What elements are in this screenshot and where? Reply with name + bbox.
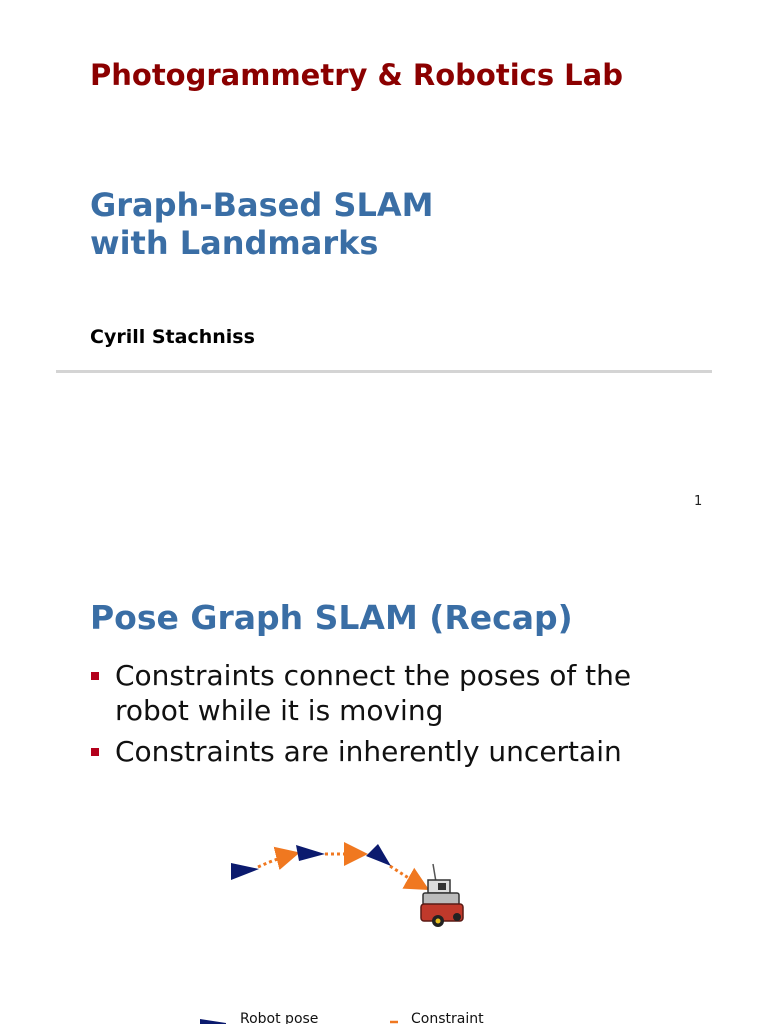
constraint-arrow-icon xyxy=(389,864,430,890)
bullet-square-icon xyxy=(91,748,99,756)
constraint-edges xyxy=(257,842,430,890)
bullet-item: Constraints connect the poses of the rob… xyxy=(90,658,710,728)
deck-title: Graph-Based SLAM with Landmarks xyxy=(90,186,433,262)
pose-graph-diagram: Robot pose Constraint xyxy=(200,842,484,1024)
legend-constraint-label: Constraint xyxy=(411,1011,484,1024)
bullet-square-icon xyxy=(91,672,99,680)
lab-title: Photogrammetry & Robotics Lab xyxy=(90,58,623,92)
robot-pose-icon xyxy=(231,863,259,880)
divider xyxy=(56,370,712,373)
slide-title: Pose Graph SLAM (Recap) xyxy=(90,598,573,637)
bullet-list: Constraints connect the poses of the rob… xyxy=(90,658,710,775)
author-name: Cyrill Stachniss xyxy=(90,326,255,348)
deck-title-line-1: Graph-Based SLAM xyxy=(90,186,434,224)
robot-pose-icon xyxy=(296,845,325,861)
robot-icon xyxy=(420,863,464,927)
robot-pose-icon xyxy=(366,844,391,866)
bullet-item: Constraints are inherently uncertain xyxy=(90,734,710,769)
robot-poses xyxy=(231,844,391,880)
robot-pose-icon xyxy=(200,1019,226,1024)
page-number: 1 xyxy=(694,494,703,509)
constraint-arrow-icon xyxy=(257,846,300,871)
bullet-text: Constraints connect the poses of the rob… xyxy=(115,659,632,727)
legend-robot-pose-label: Robot pose xyxy=(240,1011,318,1024)
bullet-text: Constraints are inherently uncertain xyxy=(115,735,622,768)
deck-title-line-2: with Landmarks xyxy=(90,224,379,262)
legend: Robot pose Constraint xyxy=(200,1011,484,1024)
